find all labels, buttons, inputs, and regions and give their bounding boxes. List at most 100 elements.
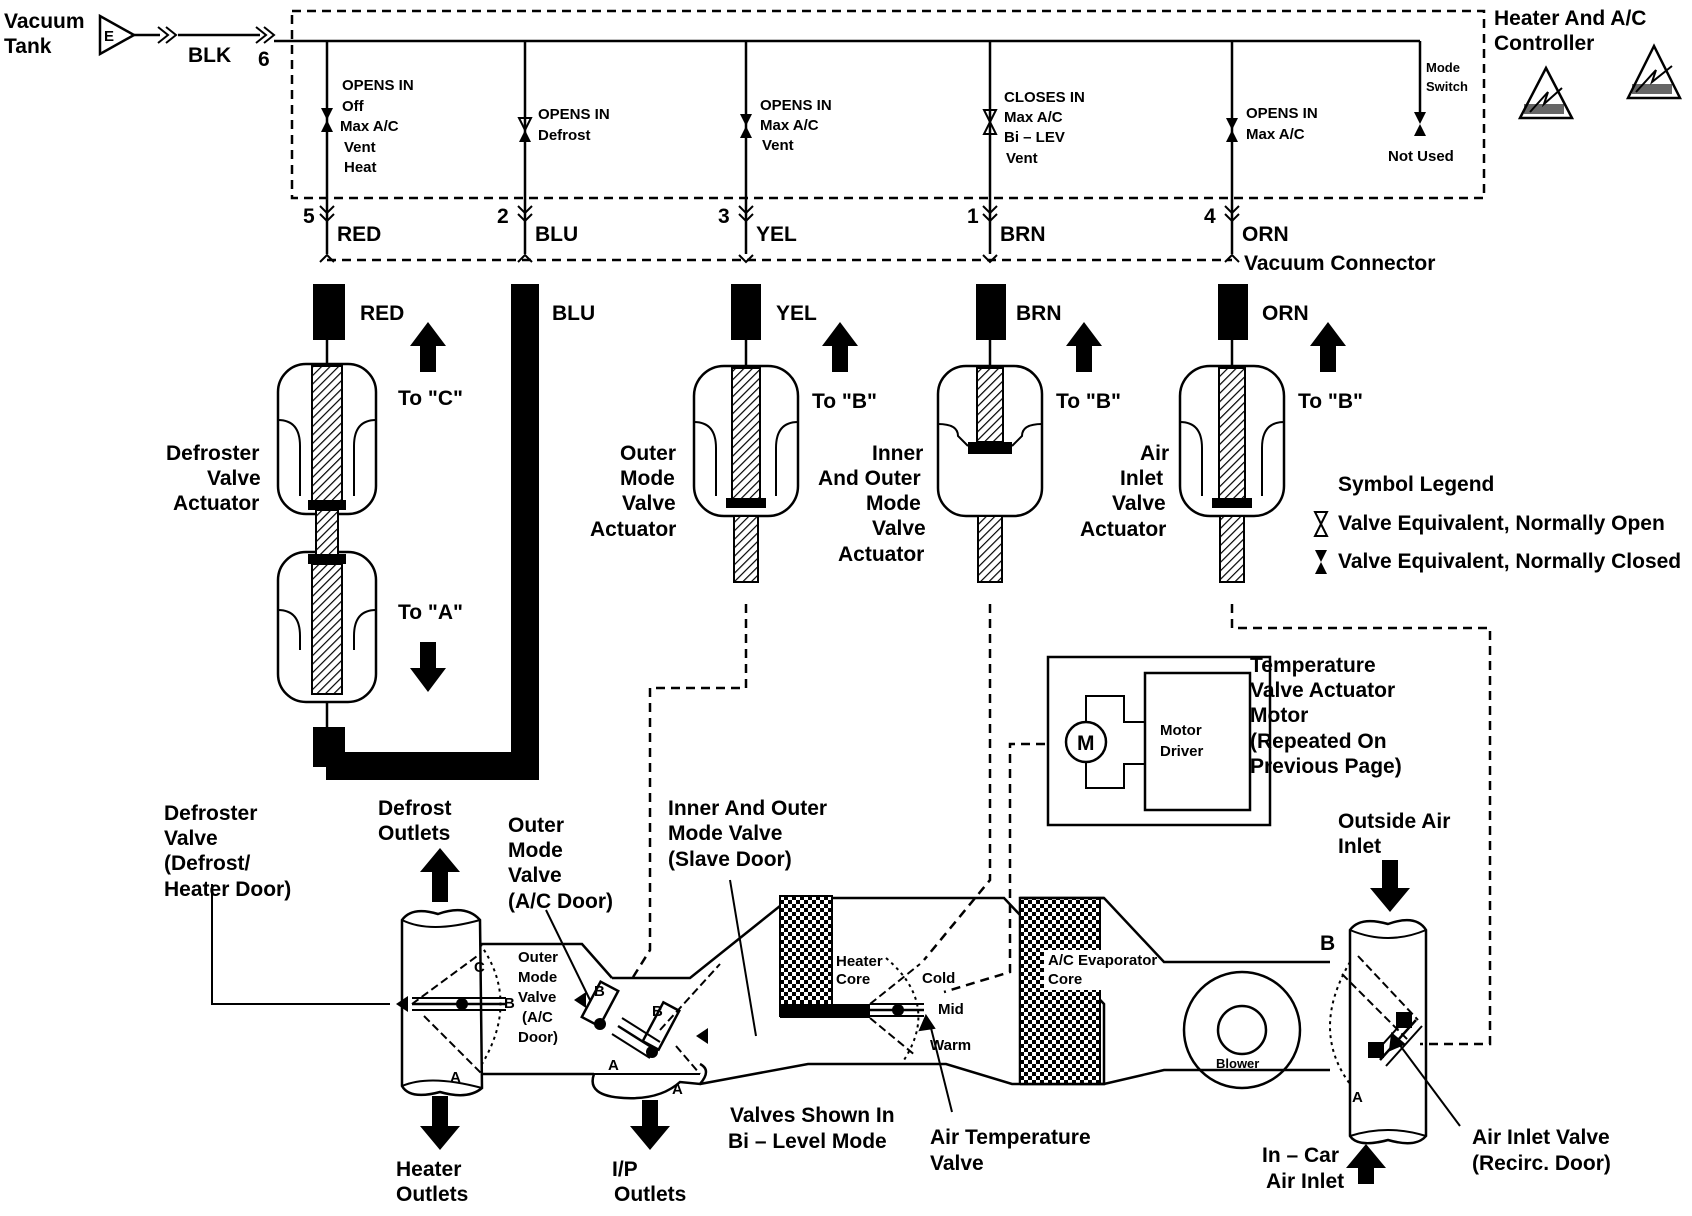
defroster-actuator-label-3: Actuator xyxy=(173,492,259,515)
letter-c: C xyxy=(474,959,485,976)
esd-warning-icon xyxy=(1517,65,1575,120)
defroster-down-label: To "A" xyxy=(398,601,463,624)
pin-4: 4 xyxy=(1204,205,1216,228)
tank-pin-number: 6 xyxy=(258,48,270,71)
controller-box: Heater And A/C Controller OPENS IN Off M… xyxy=(274,7,1683,254)
arrow-down-icon xyxy=(420,1096,460,1150)
svg-text:Outlets: Outlets xyxy=(378,822,450,845)
port-blu: OPENS IN Defrost xyxy=(517,41,610,254)
svg-text:Valve: Valve xyxy=(164,827,218,850)
temperature-valve-actuator-motor: M Motor Driver Temperature Valve Actuato… xyxy=(1046,654,1402,827)
letter-b: B xyxy=(504,995,515,1012)
svg-text:(Repeated On: (Repeated On xyxy=(1250,730,1387,753)
evaporator-label-2: Core xyxy=(1048,971,1082,988)
air-inlet-hose-label: ORN xyxy=(1262,302,1309,325)
svg-text:I/P: I/P xyxy=(612,1158,638,1181)
port-red: OPENS IN Off Max A/C Vent Heat xyxy=(321,41,414,254)
svg-text:Outlets: Outlets xyxy=(396,1183,468,1206)
svg-text:Max A/C: Max A/C xyxy=(760,117,819,134)
svg-text:Valve Actuator: Valve Actuator xyxy=(1250,679,1395,702)
vacuum-connector-label: Vacuum Connector xyxy=(1244,252,1435,275)
port-yel: OPENS IN Max A/C Vent xyxy=(740,41,832,254)
flow-arrows xyxy=(420,848,1410,1184)
blu-vacuum-hose: BLU xyxy=(326,284,595,780)
arrow-up-icon xyxy=(420,848,460,902)
vacuum-tank-connector-icon xyxy=(98,13,137,57)
hose-blu-label: BLU xyxy=(535,223,578,246)
letter-a: A xyxy=(450,1069,461,1086)
heater-core xyxy=(779,895,833,1017)
svg-text:Valve: Valve xyxy=(872,517,926,540)
svg-text:(Recirc. Door): (Recirc. Door) xyxy=(1472,1152,1611,1175)
motor-driver-label-2: Driver xyxy=(1160,743,1204,760)
svg-text:In – Car: In – Car xyxy=(1262,1144,1339,1167)
svg-text:Air Inlet: Air Inlet xyxy=(1266,1170,1344,1193)
legend-open-label: Valve Equivalent, Normally Open xyxy=(1338,512,1665,535)
arrow-up-icon xyxy=(410,322,446,372)
tank-wire-color: BLK xyxy=(188,44,231,67)
svg-text:Outer: Outer xyxy=(620,442,676,465)
arrow-up-icon xyxy=(1310,322,1346,372)
svg-text:Previous Page): Previous Page) xyxy=(1250,755,1402,778)
svg-text:Motor: Motor xyxy=(1250,704,1308,727)
legend-title: Symbol Legend xyxy=(1338,473,1494,496)
hose-red-label: RED xyxy=(337,223,381,246)
arrow-up-icon xyxy=(1066,322,1102,372)
svg-text:Inner: Inner xyxy=(872,442,923,465)
valve-open-icon xyxy=(1313,511,1329,527)
housing-labels: Defroster Valve (Defrost/ Heater Door) D… xyxy=(164,797,1611,1206)
defroster-up-label: To "C" xyxy=(398,387,463,410)
svg-text:Mode: Mode xyxy=(508,839,563,862)
svg-text:Mode: Mode xyxy=(518,969,557,986)
svg-text:(Slave Door): (Slave Door) xyxy=(668,848,792,871)
blower-label: Blower xyxy=(1216,1056,1259,1071)
svg-text:Switch: Switch xyxy=(1426,79,1468,94)
heater-core-label-2: Core xyxy=(836,971,870,988)
svg-text:(Defrost/: (Defrost/ xyxy=(164,852,251,875)
svg-text:Actuator: Actuator xyxy=(590,518,676,541)
vacuum-tank-label-1: Vacuum xyxy=(4,10,85,33)
temp-mid-label: Mid xyxy=(938,1001,964,1018)
svg-text:B: B xyxy=(652,1003,663,1020)
svg-text:Air Inlet Valve: Air Inlet Valve xyxy=(1472,1126,1610,1149)
valve-closed-icon xyxy=(1315,550,1327,562)
svg-text:OPENS IN: OPENS IN xyxy=(1246,105,1318,122)
svg-text:Defroster: Defroster xyxy=(164,802,257,825)
vacuum-connector: 5 RED 2 BLU 3 YEL 1 BRN 4 ORN Vacuum Con… xyxy=(303,205,1435,275)
arrow-down-icon xyxy=(1370,860,1410,912)
vacuum-tank-label-2: Tank xyxy=(4,35,52,58)
svg-text:Outside Air: Outside Air xyxy=(1338,810,1450,833)
arrow-down-icon xyxy=(630,1100,670,1150)
vacuum-tank: Vacuum Tank E BLK 6 xyxy=(4,10,276,71)
svg-text:Valve: Valve xyxy=(622,492,676,515)
svg-text:Door): Door) xyxy=(518,1029,558,1046)
air-inlet-up-label: To "B" xyxy=(1298,390,1363,413)
port-brn: CLOSES IN Max A/C Bi – LEV Vent xyxy=(982,41,1085,254)
motor-symbol: M xyxy=(1077,732,1095,755)
svg-text:Actuator: Actuator xyxy=(838,543,924,566)
svg-text:Max A/C: Max A/C xyxy=(340,118,399,135)
svg-text:Vent: Vent xyxy=(1006,150,1038,167)
inner-outer-hose-label: BRN xyxy=(1016,302,1062,325)
svg-text:Vent: Vent xyxy=(344,139,376,156)
controller-label-2: Controller xyxy=(1494,32,1594,55)
defroster-actuator-label-1: Defroster xyxy=(166,442,259,465)
hose-joint-icon xyxy=(157,26,178,44)
svg-text:(A/C: (A/C xyxy=(522,1009,553,1026)
svg-text:Temperature: Temperature xyxy=(1250,654,1376,677)
svg-text:Heater: Heater xyxy=(396,1158,461,1181)
pin-5: 5 xyxy=(303,205,315,228)
not-used-label: Not Used xyxy=(1388,148,1454,165)
svg-text:Valve: Valve xyxy=(518,989,556,1006)
outer-up-label: To "B" xyxy=(812,390,877,413)
hose-yel-label: YEL xyxy=(756,223,797,246)
svg-text:OPENS IN: OPENS IN xyxy=(760,97,832,114)
svg-text:Air Temperature: Air Temperature xyxy=(930,1126,1091,1149)
hose-brn-label: BRN xyxy=(1000,223,1046,246)
svg-text:Mode: Mode xyxy=(866,492,921,515)
svg-text:Mode: Mode xyxy=(620,467,675,490)
svg-text:Outer: Outer xyxy=(518,949,558,966)
svg-text:Mode Valve: Mode Valve xyxy=(668,822,782,845)
svg-text:OPENS IN: OPENS IN xyxy=(538,106,610,123)
